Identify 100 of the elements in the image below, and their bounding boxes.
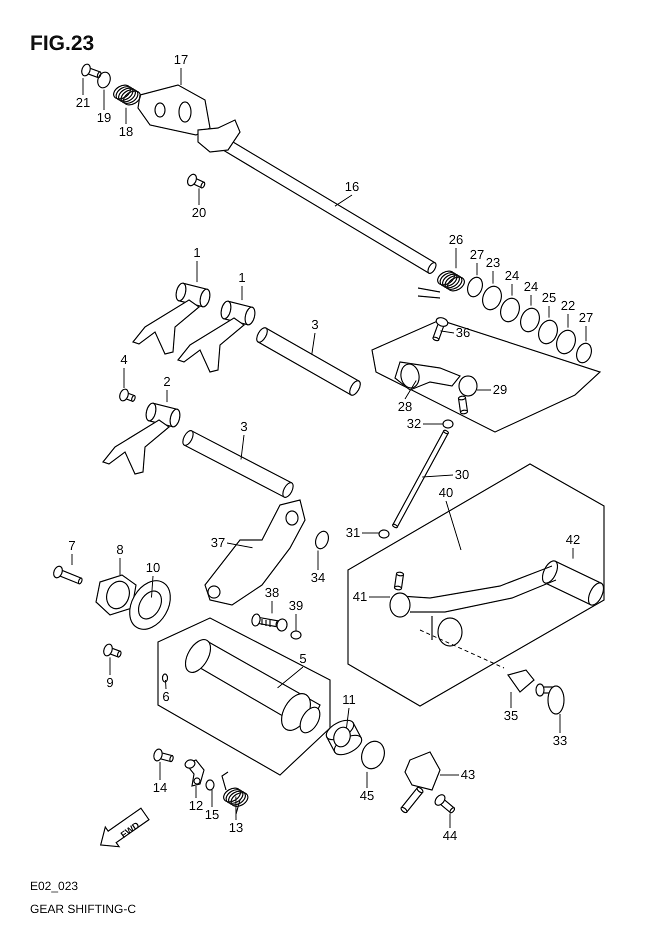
callout-number: 10 — [146, 561, 160, 575]
nut-drawing — [378, 529, 390, 539]
callout-number: 44 — [442, 829, 458, 843]
callout-number: 16 — [344, 180, 360, 194]
callout-number: 15 — [204, 808, 220, 822]
callout-number: 20 — [192, 206, 206, 220]
callout-number: 37 — [210, 536, 226, 550]
callout-number: 25 — [542, 291, 556, 305]
leader-line — [366, 771, 368, 788]
leader-line — [476, 262, 478, 276]
pin-drawing — [162, 673, 168, 683]
leader-line — [334, 194, 352, 207]
callout-number: 14 — [152, 781, 168, 795]
washer-drawing — [556, 330, 576, 354]
callout-number: 28 — [398, 400, 412, 414]
shift-plate-drawing — [137, 84, 211, 136]
callout-number: 7 — [68, 539, 76, 553]
callout-number: 9 — [106, 676, 114, 690]
callout-number: 8 — [116, 543, 124, 557]
callout-number: 31 — [346, 526, 360, 540]
bolt-drawing — [81, 64, 102, 78]
callout-number: 29 — [492, 383, 508, 397]
leader-line — [572, 548, 574, 560]
callout-number: 24 — [524, 280, 538, 294]
callout-number: 17 — [174, 53, 188, 67]
cap-drawing — [290, 630, 302, 640]
callout-number: 35 — [504, 709, 518, 723]
callout-number: 19 — [96, 111, 112, 125]
callout-number: 26 — [448, 233, 464, 247]
leader-line — [530, 294, 532, 306]
leader-line — [198, 188, 200, 206]
washer-drawing — [97, 72, 111, 88]
leader-line — [440, 774, 460, 776]
bolt-drawing — [251, 613, 288, 632]
callout-number: 18 — [118, 125, 134, 139]
leader-line — [151, 576, 154, 598]
leader-line — [404, 380, 417, 400]
fork-shaft-drawing — [182, 430, 294, 498]
bolt-drawing — [186, 174, 206, 189]
o-ring-drawing — [361, 740, 385, 770]
footpeg-drawing — [542, 560, 604, 606]
callout-number: 33 — [552, 734, 568, 748]
callout-number: 41 — [352, 590, 368, 604]
sensor-drawing — [400, 751, 441, 814]
stopper-drawing — [184, 759, 205, 787]
spring-drawing — [113, 84, 141, 106]
callout-number: 21 — [76, 96, 90, 110]
bushing-drawing — [507, 669, 535, 693]
bearing-drawing — [500, 298, 520, 322]
bolt-drawing — [119, 388, 136, 402]
bushing-drawing — [538, 320, 558, 344]
figure-title: FIG.23 — [30, 32, 94, 56]
leader-line — [346, 708, 350, 728]
shift-drum-drawing — [184, 639, 321, 734]
callout-number: 32 — [406, 417, 422, 431]
callout-number: 23 — [486, 256, 500, 270]
leader-line — [82, 78, 84, 96]
callout-number: 27 — [470, 248, 484, 262]
callout-number: 5 — [299, 652, 307, 666]
leader-line — [362, 532, 380, 534]
callout-number: 45 — [360, 789, 374, 803]
callout-number: 24 — [504, 269, 520, 283]
callout-number: 3 — [311, 318, 319, 332]
spring-drawing — [418, 270, 465, 299]
callout-number: 38 — [264, 586, 280, 600]
drawing-caption: GEAR SHIFTING-C — [30, 902, 136, 916]
bearing-drawing — [129, 580, 171, 630]
callout-number: 30 — [454, 468, 470, 482]
leader-line — [446, 500, 462, 550]
callout-number: 1 — [193, 246, 201, 260]
leader-line — [180, 68, 182, 86]
bolt-drawing — [434, 794, 456, 814]
callout-number: 36 — [456, 326, 470, 340]
shift-fork-drawing — [132, 282, 210, 355]
spring-drawing — [221, 772, 248, 814]
shift-arm-drawing — [394, 361, 461, 391]
callout-number: 11 — [342, 693, 356, 707]
callout-number: 4 — [120, 353, 128, 367]
leader-line — [311, 332, 316, 356]
nut-drawing — [442, 419, 454, 429]
leader-line — [240, 434, 244, 460]
washer-drawing — [482, 286, 502, 310]
callout-number: 2 — [163, 375, 171, 389]
shift-fork-drawing — [177, 300, 256, 373]
leader-line — [277, 666, 304, 688]
bolt-drawing — [535, 683, 565, 715]
callout-number: 1 — [238, 271, 246, 285]
leader-line — [422, 474, 454, 478]
callout-number: 13 — [228, 821, 244, 835]
washer-drawing — [205, 779, 215, 791]
leader-line — [368, 596, 390, 598]
pin-drawing — [53, 566, 83, 585]
circlip-drawing — [467, 276, 483, 298]
callout-number: 43 — [460, 768, 476, 782]
ball-joint-drawing — [458, 375, 478, 414]
leader-line — [440, 330, 454, 334]
leader-line — [165, 680, 166, 690]
leader-line — [510, 692, 512, 708]
callout-number: 27 — [578, 311, 594, 325]
bearing-drawing — [520, 308, 540, 332]
